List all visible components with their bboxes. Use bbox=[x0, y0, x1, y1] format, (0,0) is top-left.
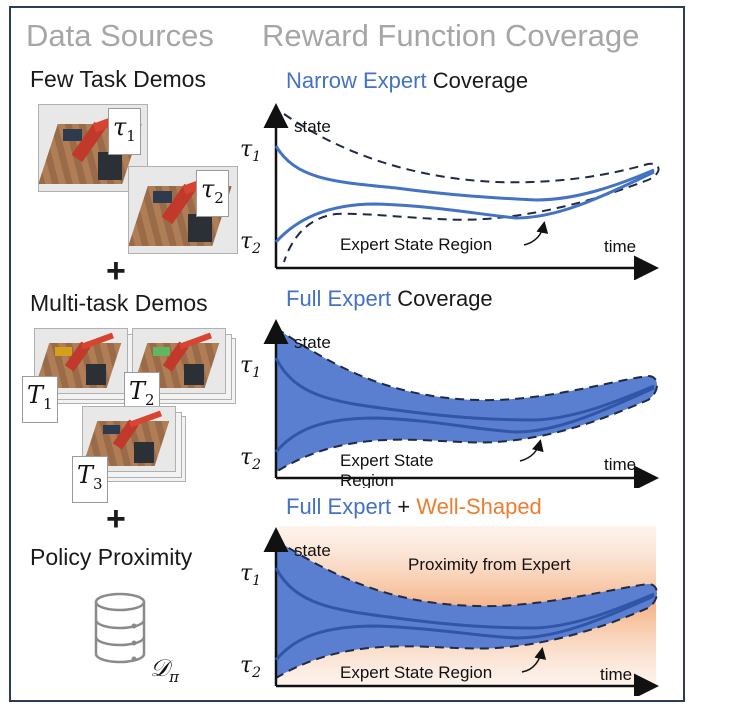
panel-2-state-label: state bbox=[294, 333, 331, 352]
panel-2-time-label: time bbox=[604, 455, 636, 474]
panel-3-proximity-label: Proximity from Expert bbox=[408, 555, 571, 574]
few-task-demos-label: Few Task Demos bbox=[30, 66, 206, 92]
panel-1-trajectory-tau2 bbox=[274, 170, 655, 244]
panel-2-region-label-line1: Expert State bbox=[340, 451, 434, 470]
panel-1-tau1-label: τ1 bbox=[240, 137, 261, 165]
panel-1-time-label: time bbox=[604, 237, 636, 256]
policy-proximity-label: Policy Proximity bbox=[30, 544, 193, 570]
task-tag-T3: T3 bbox=[72, 456, 108, 503]
figure-frame bbox=[9, 6, 685, 702]
panel-3-state-label: state bbox=[294, 541, 331, 560]
panel-3-expert-region bbox=[275, 538, 658, 680]
panel-3-title: Full Expert + Well-Shaped bbox=[286, 494, 542, 519]
panel-3-region-arrow bbox=[521, 647, 547, 673]
panel-3-trajectory-tau1 bbox=[274, 567, 655, 630]
plus-sign-2: + bbox=[106, 500, 126, 538]
panel-3-time-label: time bbox=[600, 665, 632, 684]
panel-1-state-label: state bbox=[294, 117, 331, 136]
multi-task-demos-label: Multi-task Demos bbox=[30, 290, 208, 316]
panel-1-plot: state time Expert State Region τ1 τ2 bbox=[240, 103, 660, 280]
panel-1-trajectory-tau1 bbox=[274, 145, 655, 202]
reward-coverage-heading: Reward Function Coverage bbox=[262, 18, 640, 53]
plus-sign-1: + bbox=[106, 252, 126, 290]
task-tag-T1: T1 bbox=[22, 376, 58, 423]
dataset-symbol: 𝒟π bbox=[150, 654, 180, 686]
database-icon bbox=[94, 592, 146, 664]
panel-1-title: Narrow Expert Coverage bbox=[286, 68, 529, 93]
panel-2-tau2-label: τ2 bbox=[240, 445, 261, 473]
panel-1-region-label: Expert State Region bbox=[340, 235, 492, 254]
panel-2-expert-region bbox=[275, 326, 658, 474]
panel-2-trajectory-tau2 bbox=[274, 386, 655, 453]
panel-2-tau1-label: τ1 bbox=[240, 353, 261, 381]
demo-tag-tau2: τ2 bbox=[196, 170, 229, 217]
panel-3-plot: state Proximity from Expert time Expert … bbox=[240, 526, 659, 696]
panel-2-title: Full Expert Coverage bbox=[286, 286, 493, 311]
data-sources-heading: Data Sources bbox=[26, 18, 214, 53]
panel-2-plot: state time Expert State Region τ1 τ2 bbox=[240, 319, 659, 488]
panel-1-expert-region-boundary bbox=[283, 113, 660, 263]
task-image-3 bbox=[82, 406, 176, 472]
panel-3-region-label: Expert State Region bbox=[340, 663, 492, 682]
panel-2-region-label-line2: Region bbox=[340, 471, 394, 488]
panel-3-trajectory-tau2 bbox=[274, 594, 655, 661]
panel-3-tau1-label: τ1 bbox=[240, 561, 261, 589]
panel-1-tau2-label: τ2 bbox=[240, 229, 261, 257]
panel-3-tau2-label: τ2 bbox=[240, 653, 261, 681]
panel-2-region-arrow bbox=[519, 439, 544, 462]
panel-1-region-arrow bbox=[523, 221, 549, 246]
panel-2-trajectory-tau1 bbox=[274, 357, 655, 422]
demo-tag-tau1: τ1 bbox=[108, 108, 141, 155]
